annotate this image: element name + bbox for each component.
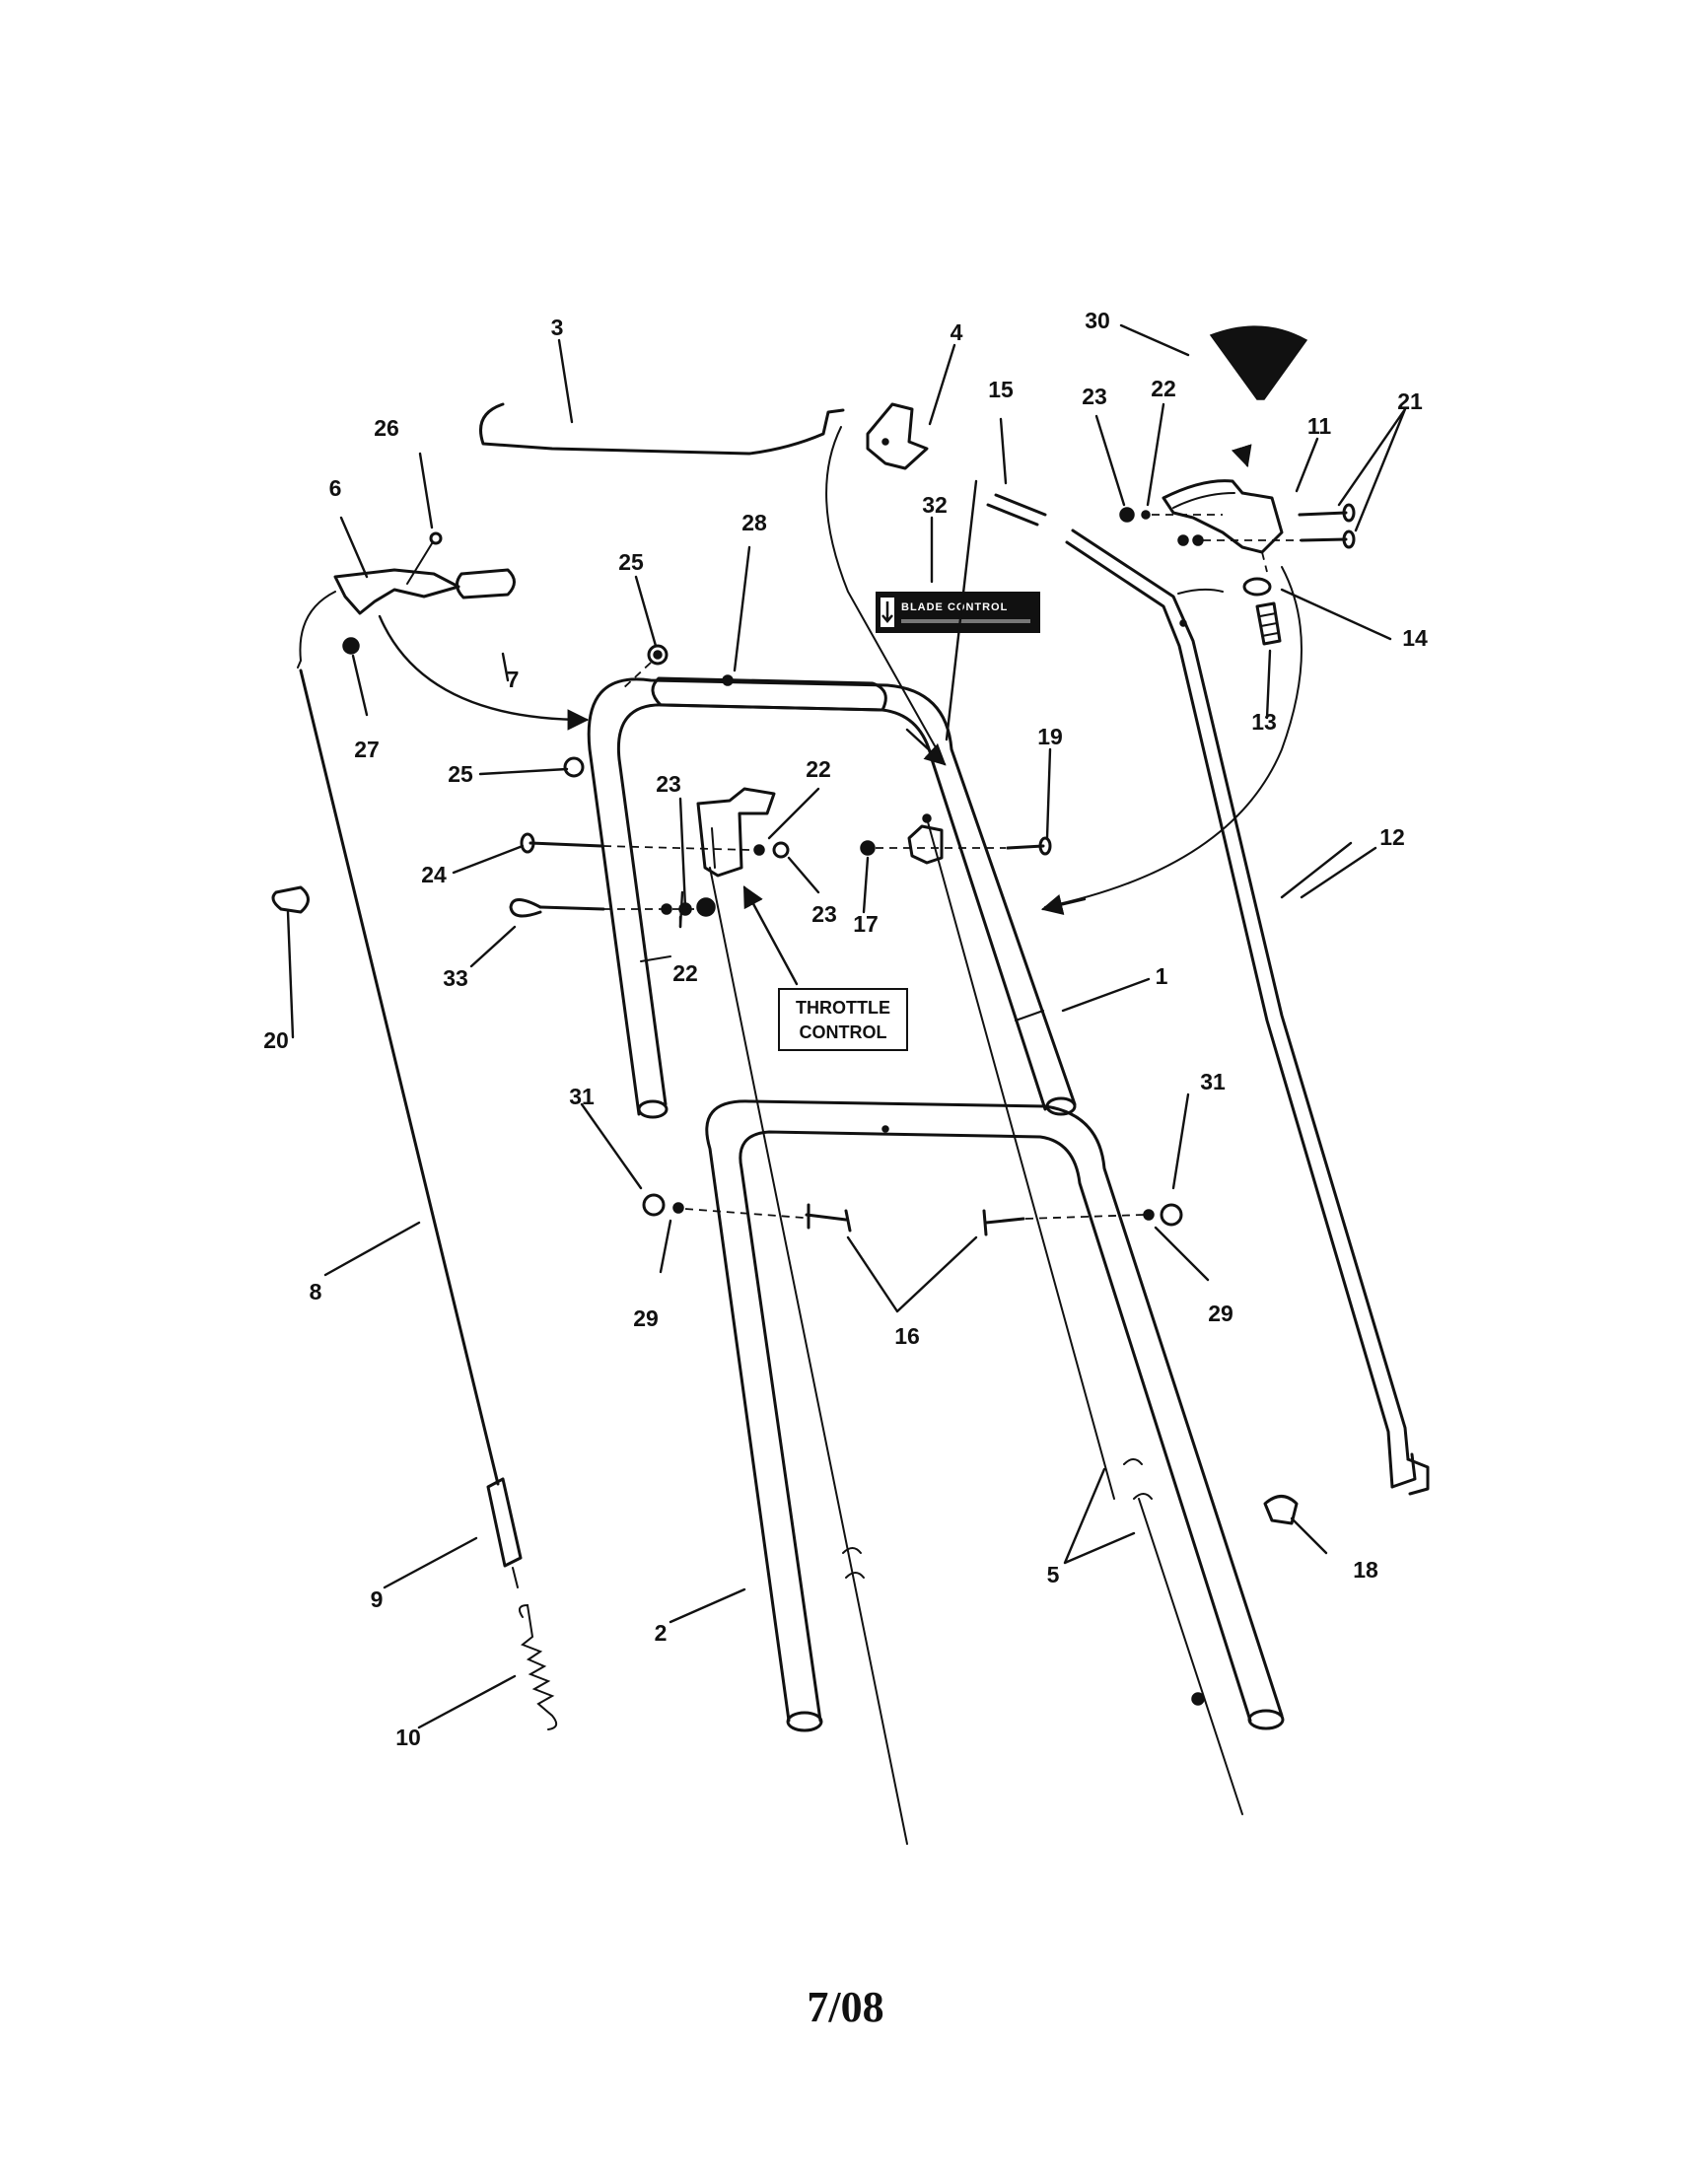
leader-lines	[286, 323, 1407, 1729]
handle-knobs	[563, 644, 669, 778]
handle-grip	[651, 674, 887, 712]
control-rod-right	[986, 493, 1430, 1496]
upper-handle	[587, 677, 1077, 1119]
callout-25-a: 25	[618, 549, 644, 575]
callout-8: 8	[310, 1279, 322, 1304]
throttle-label-line2: CONTROL	[800, 1022, 887, 1042]
lower-handle	[705, 1099, 1285, 1732]
callout-29-b: 29	[1208, 1301, 1233, 1326]
mounting-hardware	[642, 1193, 1183, 1236]
callout-22-b: 22	[672, 960, 698, 986]
callout-32: 32	[922, 492, 948, 518]
callout-23-c: 23	[1082, 384, 1107, 409]
callout-numbers: 3 4 15 30 23 22 11 21 14 13 32 28 26 6 7…	[263, 308, 1428, 1750]
callout-22-a: 22	[806, 756, 831, 782]
callout-24: 24	[421, 862, 447, 887]
callout-26: 26	[374, 415, 399, 441]
spring-part-10	[518, 1603, 558, 1730]
blade-control-decal: BLADE CONTROL	[876, 592, 1040, 633]
bail-wire	[479, 402, 947, 766]
callout-15: 15	[988, 377, 1014, 402]
callout-31-a: 31	[569, 1084, 595, 1109]
callout-25-b: 25	[448, 761, 473, 787]
callout-23-b: 23	[811, 901, 837, 927]
blade-control-assembly	[1040, 325, 1356, 916]
throttle-control-label: THROTTLE CONTROL	[742, 885, 908, 1051]
callout-28: 28	[741, 510, 767, 535]
callout-11: 11	[1307, 413, 1332, 439]
callout-4: 4	[951, 319, 963, 345]
callout-31-b: 31	[1200, 1069, 1226, 1094]
callout-29-a: 29	[633, 1305, 659, 1331]
throttle-label-line1: THROTTLE	[796, 998, 890, 1018]
callout-12: 12	[1379, 824, 1405, 850]
cable-guide	[860, 813, 1052, 865]
callout-18: 18	[1353, 1557, 1378, 1583]
callout-9: 9	[371, 1586, 384, 1612]
date-stamp: 7/08	[807, 1983, 884, 2031]
callout-13: 13	[1251, 709, 1277, 735]
control-rods	[709, 817, 1243, 1845]
callout-17: 17	[853, 911, 879, 937]
callout-33: 33	[443, 965, 468, 991]
callout-5: 5	[1047, 1562, 1060, 1587]
callout-10: 10	[395, 1725, 421, 1750]
throttle-control-bracket	[509, 787, 790, 918]
callout-16: 16	[894, 1323, 920, 1349]
callout-2: 2	[655, 1620, 668, 1646]
bracket-part-4	[866, 402, 929, 470]
callout-1: 1	[1156, 963, 1168, 989]
callout-27: 27	[354, 737, 380, 762]
callout-19: 19	[1037, 724, 1063, 749]
clip-part-20	[271, 885, 310, 914]
callout-3: 3	[551, 315, 564, 340]
callout-21: 21	[1397, 388, 1423, 414]
callout-22-c: 22	[1151, 376, 1176, 401]
callout-20: 20	[263, 1027, 289, 1053]
throttle-cable	[297, 591, 523, 1588]
callout-6: 6	[329, 475, 342, 501]
callout-23-a: 23	[656, 771, 681, 797]
callout-7: 7	[507, 667, 520, 692]
throttle-lever	[333, 531, 590, 731]
callout-14: 14	[1402, 625, 1428, 651]
blade-decal-text: BLADE CONTROL	[901, 601, 1008, 613]
callout-30: 30	[1085, 308, 1110, 333]
